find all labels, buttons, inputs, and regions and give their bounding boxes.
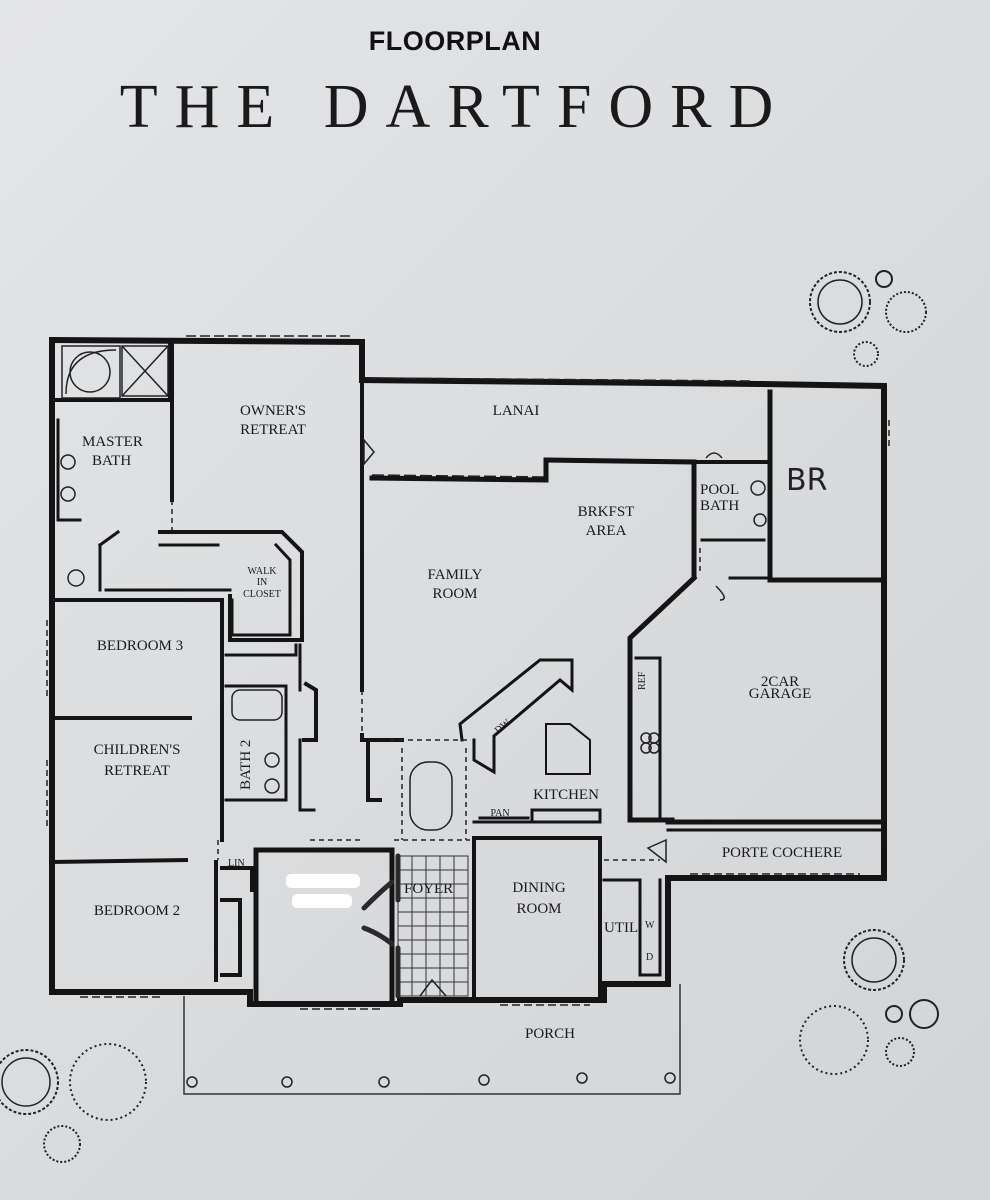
refrigerator-label: REF (637, 671, 648, 690)
exterior-walls (48, 336, 887, 1007)
porch-outline (183, 984, 681, 1095)
bath-2-label: BATH 2 (238, 740, 254, 790)
lanai-label: LANAI (493, 403, 540, 419)
redaction-marks (286, 874, 360, 908)
brkfst-area-label: BRKFST (578, 504, 635, 520)
childrens-retreat-label: CHILDREN'S (94, 742, 181, 758)
family-room-label: FAMILY (428, 567, 483, 583)
kitchen-label: KITCHEN (533, 787, 599, 803)
dryer-label: D (646, 952, 653, 963)
fixtures (60, 345, 767, 864)
landscape-trees (0, 270, 939, 1163)
family-room-label-2: ROOM (432, 586, 477, 602)
floorplan-kicker: FLOORPLAN (368, 26, 542, 56)
brkfst-area-label-2: AREA (586, 523, 627, 539)
porch-label: PORCH (525, 1026, 575, 1042)
washer-label: W (645, 920, 655, 931)
utility-label: UTIL (604, 920, 638, 936)
pool-bath-label: POOL (700, 482, 739, 498)
walk-in-closet-label-3: CLOSET (243, 589, 281, 600)
bedroom-2-label: BEDROOM 2 (94, 903, 180, 919)
walk-in-closet-label: WALK (248, 566, 278, 577)
foyer-label: FOYER (404, 881, 453, 897)
br-handwritten-label: BR (786, 463, 827, 498)
owners-retreat-label: OWNER'S (240, 403, 306, 419)
plan-title: THE DARTFORD (119, 73, 791, 141)
walk-in-closet-label-2: IN (257, 577, 268, 588)
master-bath-label-2: BATH (92, 453, 131, 469)
pool-bath-label-2: BATH (700, 498, 739, 514)
foyer-tile-grid (397, 855, 469, 997)
porte-cochere-label: PORTE COCHERE (722, 845, 842, 861)
garage-label: 2CAR (761, 674, 799, 690)
garage-label-2: GARAGE (749, 686, 812, 702)
owners-retreat-label-2: RETREAT (240, 422, 306, 438)
handwritten-strokes (361, 853, 401, 999)
pantry-label: PAN (490, 808, 509, 819)
childrens-retreat-label-2: RETREAT (104, 763, 170, 779)
dining-room-label: DINING (512, 880, 565, 896)
linen-closet-label: LIN (228, 858, 245, 869)
openings (171, 500, 701, 861)
front-door-swing (419, 978, 447, 997)
master-bath-label: MASTER (82, 434, 143, 450)
dining-room-label-2: ROOM (516, 901, 561, 917)
bedroom-3-label: BEDROOM 3 (97, 638, 183, 654)
